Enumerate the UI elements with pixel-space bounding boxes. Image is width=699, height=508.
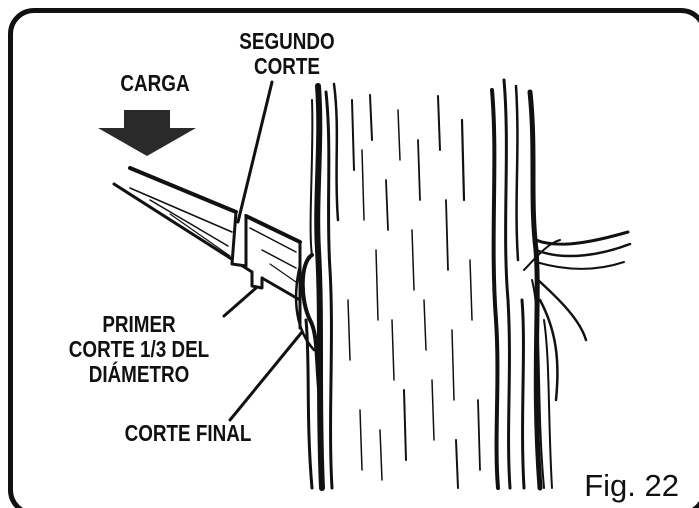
segundo-corte-label: SEGUNDO CORTE (234, 30, 341, 78)
leader-primer-corte (222, 286, 258, 318)
leader-segundo-corte (236, 80, 274, 224)
primer-corte-line2: CORTE 1/3 DEL (68, 336, 210, 362)
primer-corte-line3: DIÁMETRO (88, 361, 190, 387)
down-arrow-icon (98, 110, 196, 156)
primer-corte-label: PRIMER CORTE 1/3 DEL DIÁMETRO (61, 313, 217, 386)
figure-frame (8, 8, 699, 508)
corte-final-label: CORTE FINAL (124, 420, 252, 446)
carga-label: CARGA (120, 70, 190, 96)
segundo-corte-line2: CORTE (253, 53, 321, 79)
trunk (294, 78, 632, 491)
segundo-corte-line1: SEGUNDO (239, 28, 335, 54)
leader-lines (222, 80, 304, 422)
figure-number: Fig. 22 (578, 468, 685, 504)
branch (112, 166, 302, 330)
leader-corte-final (228, 330, 304, 422)
primer-corte-line1: PRIMER (102, 311, 176, 337)
